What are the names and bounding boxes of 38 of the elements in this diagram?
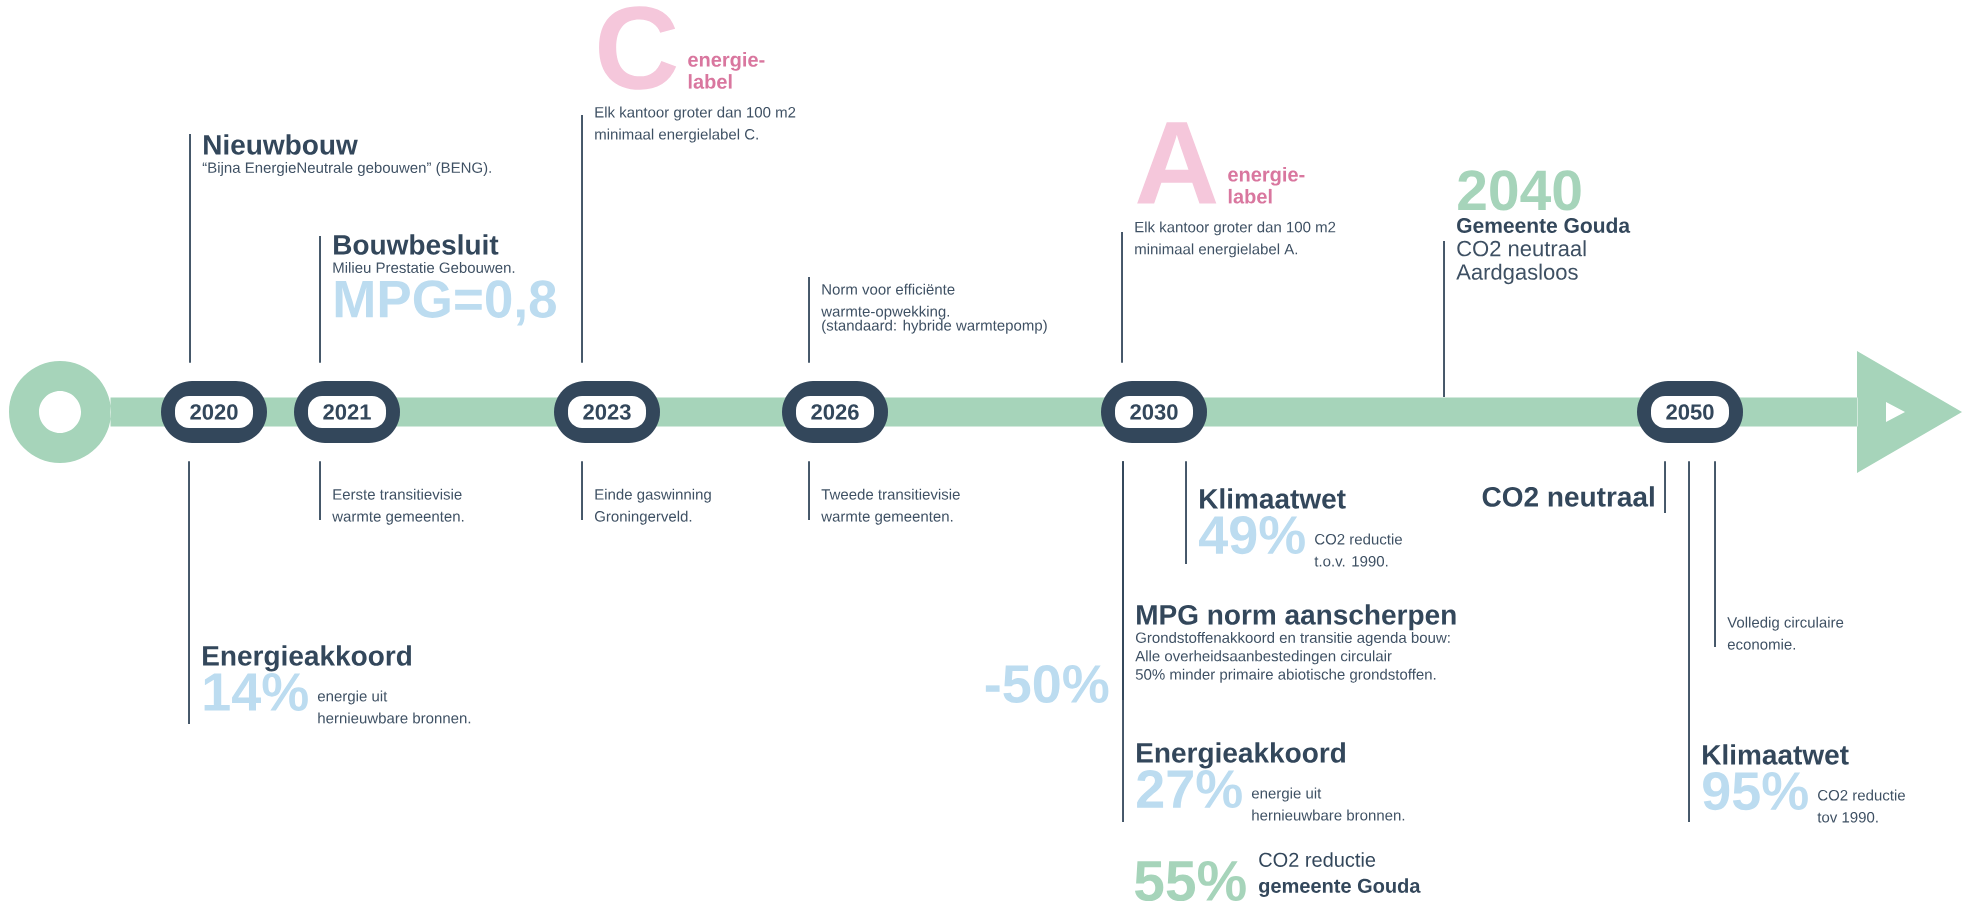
timeline-note: Klimaatwet 95% CO2 reductie tov 1990. <box>1703 744 1905 823</box>
timeline-note: Einde gaswinning Groningerveld. <box>594 488 711 525</box>
leader-line <box>1121 231 1123 364</box>
percentage-text: -50% <box>985 664 1109 704</box>
leader-line <box>319 235 321 364</box>
timeline-note: Eerste transitievisie warmte gemeenten. <box>332 488 464 525</box>
timeline-note: Bouwbesluit Milieu Prestatie Gebouwen. MPG=0,8 <box>333 234 556 326</box>
leader-line <box>1664 460 1666 514</box>
year-pill: 2023 <box>554 381 660 443</box>
leader-line <box>319 460 321 521</box>
percentage-text: 55% <box>1134 860 1246 902</box>
leader-line <box>1122 460 1124 823</box>
timeline-note: Volledig circulaire economie. <box>1727 616 1844 650</box>
timeline-note: Tweede transitievisie warmte gemeenten. <box>821 488 960 525</box>
year-pill: 2020 <box>161 381 267 443</box>
timeline-note: CO2 neutraal <box>1482 486 1654 507</box>
year-pill: 2050 <box>1637 381 1743 443</box>
year-pill: 2030 <box>1101 381 1207 443</box>
leader-line <box>1688 460 1690 823</box>
timeline-note: 2040 Gemeente Gouda CO2 neutraal Aardgasloos <box>1456 170 1631 285</box>
year-pill: 2021 <box>294 381 400 443</box>
leader-line <box>581 460 583 521</box>
note-text: CO2 reductie gemeente Gouda <box>1259 852 1421 897</box>
leader-line <box>188 460 190 725</box>
leader-line <box>189 133 191 364</box>
leader-line <box>1185 460 1187 565</box>
leader-line <box>808 276 810 364</box>
leader-line <box>808 460 810 521</box>
timeline-note: Norm voor efficiënte warmte-opwekking. (standaard: hybride warmtepomp) <box>821 283 1047 334</box>
timeline-note: Nieuwbouw “Bijna EnergieNeutrale gebouwen” (BENG). <box>202 134 491 176</box>
timeline-note: Energieakkoord 14% energie uit hernieuwbare bronnen. <box>203 645 471 724</box>
year-pill: 2026 <box>782 381 888 443</box>
timeline-note: Energieakkoord 27% energie uit hernieuwbare bronnen. <box>1137 742 1405 821</box>
timeline-note: Klimaatwet 49% CO2 reductie t.o.v. 1990. <box>1199 488 1402 567</box>
leader-line <box>1443 240 1445 398</box>
leader-line <box>1714 460 1716 648</box>
timeline-note: MPG norm aanscherpen Grondstoffenakkoord en transitie agenda bouw: Alle overheidsaanbestedingen circulair 50% minder primaire abiotische grondstoffen. <box>1135 604 1456 683</box>
leader-line <box>581 114 583 364</box>
